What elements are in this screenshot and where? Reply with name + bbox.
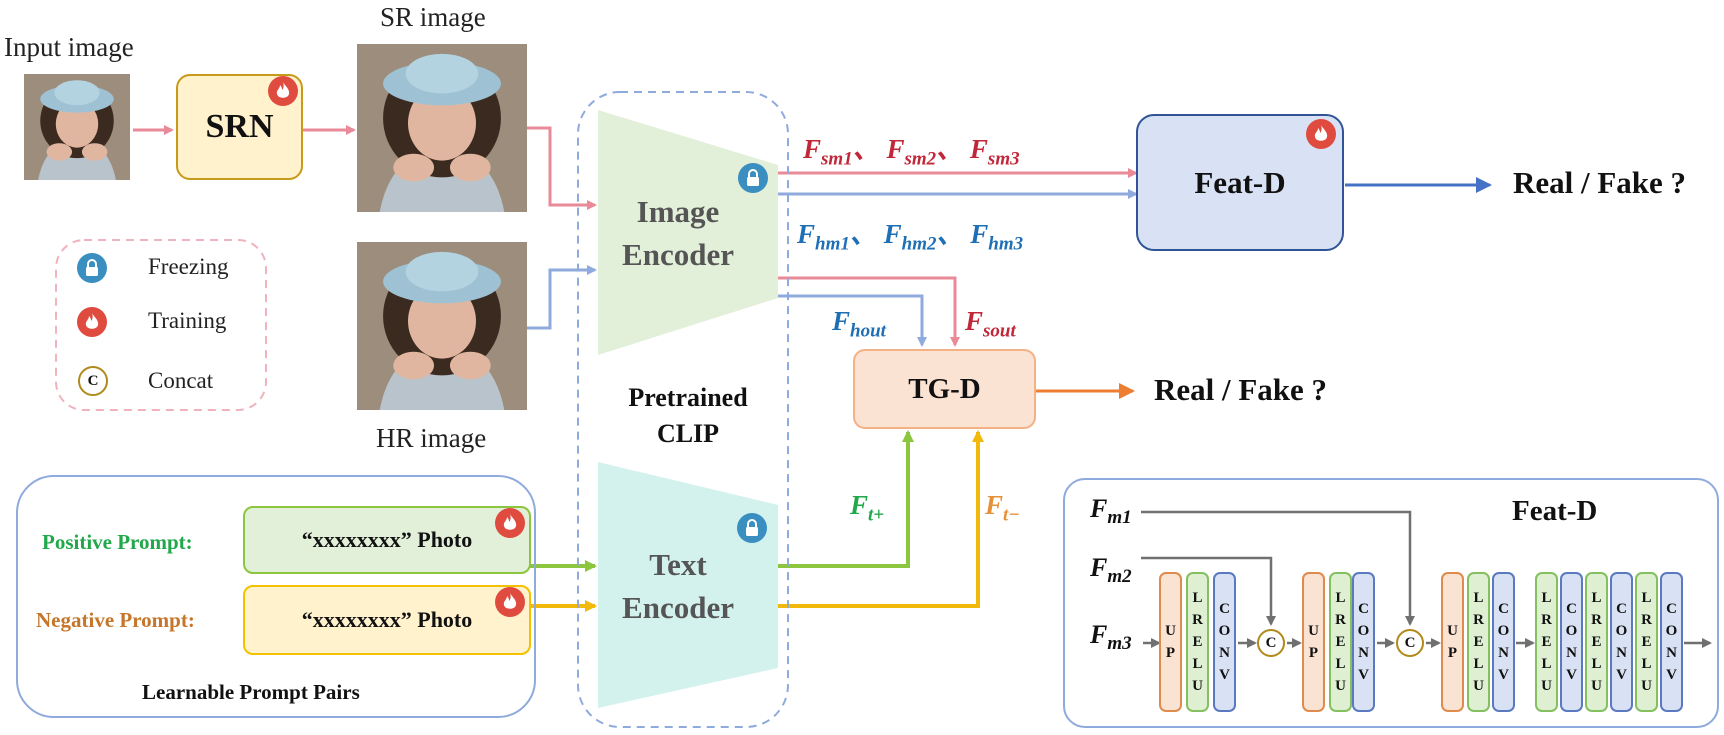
lock-icon — [738, 163, 768, 193]
feat-d-detail-box — [1063, 478, 1719, 728]
negative-prompt-field[interactable]: “xxxxxxxx” Photo — [243, 585, 531, 655]
f-t-minus-label: Ft− — [985, 490, 1020, 526]
sr-image — [357, 44, 527, 212]
fire-icon — [268, 76, 298, 106]
concat-node: C — [1396, 629, 1424, 657]
fire-icon — [495, 508, 525, 538]
input-image — [24, 74, 130, 180]
tg-d-block: TG-D — [853, 349, 1036, 429]
fire-icon — [1306, 119, 1336, 149]
sr-image-label: SR image — [380, 2, 486, 32]
prompt-pairs-box — [16, 475, 536, 718]
legend-training: Training — [148, 308, 227, 333]
f-m1-label: Fm1 — [1090, 494, 1132, 529]
positive-prompt-field[interactable]: “xxxxxxxx” Photo — [243, 506, 531, 574]
f-m2-label: Fm2 — [1090, 553, 1132, 588]
positive-prompt-text: “xxxxxxxx” Photo — [301, 527, 473, 552]
concat-icon: C — [78, 366, 108, 396]
learnable-prompt-pairs-label: Learnable Prompt Pairs — [142, 680, 360, 704]
f-sout-label: Fsout — [965, 306, 1016, 342]
concat-node: C — [1257, 629, 1285, 657]
f-m3-label: Fm3 — [1090, 620, 1132, 655]
lock-icon — [737, 513, 767, 543]
positive-prompt-label: Positive Prompt: — [42, 530, 193, 554]
feat-d-detail-title: Feat-D — [1512, 495, 1598, 527]
legend-concat: Concat — [148, 368, 214, 393]
f-hm-labels: Fhm1、 Fhm2、 Fhm3 — [797, 219, 1024, 255]
tg-d-label: TG-D — [908, 372, 981, 405]
input-image-label: Input image — [4, 32, 134, 62]
legend-freezing: Freezing — [148, 254, 229, 279]
image-encoder-shape — [598, 110, 778, 355]
f-t-plus-label: Ft+ — [850, 490, 885, 526]
negative-prompt-text: “xxxxxxxx” Photo — [301, 607, 473, 632]
legend-dashed-box — [55, 239, 267, 411]
f-sm-labels: Fsm1、 Fsm2、 Fsm3 — [803, 134, 1020, 170]
srn-label: SRN — [205, 108, 274, 145]
hr-image-label: HR image — [376, 423, 487, 453]
text-encoder-shape — [598, 462, 778, 708]
clip-dashed-box — [577, 91, 789, 728]
hr-image — [357, 242, 527, 410]
negative-prompt-label: Negative Prompt: — [36, 608, 195, 632]
lock-icon — [77, 253, 107, 283]
feat-d-label: Feat-D — [1194, 164, 1286, 200]
fire-icon — [77, 307, 107, 337]
fire-icon — [495, 587, 525, 617]
feat-d-output: Real / Fake ? — [1513, 165, 1687, 200]
tg-d-output: Real / Fake ? — [1154, 372, 1328, 407]
f-hout-label: Fhout — [832, 306, 886, 342]
